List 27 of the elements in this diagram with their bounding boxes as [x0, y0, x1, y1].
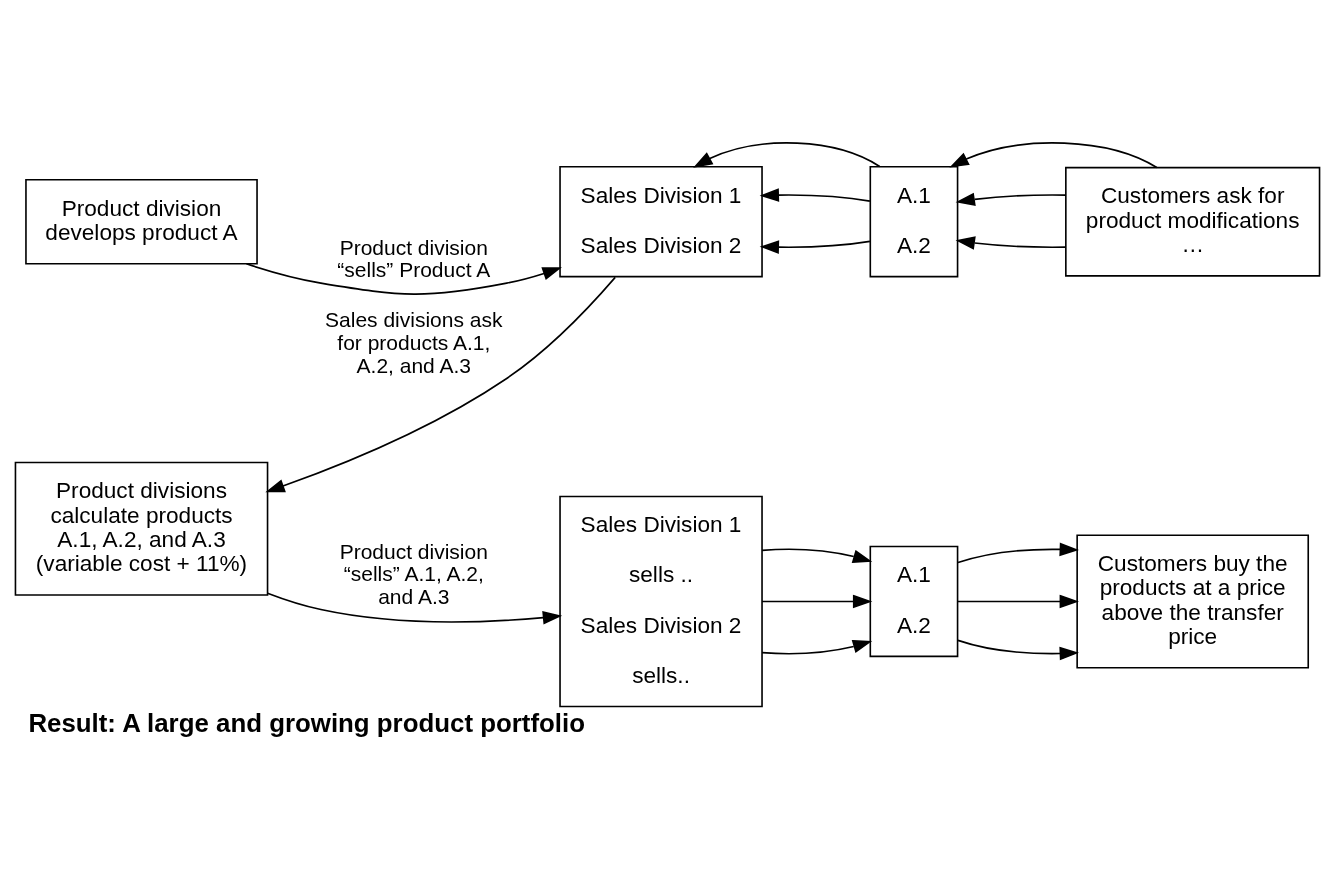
arrow: [761, 639, 873, 654]
node-box: Customers ask for product modifications …: [1065, 166, 1321, 277]
arrow: [265, 276, 617, 492]
arrow: [949, 141, 1158, 168]
arrow: [957, 594, 1079, 608]
node-box: Sales Division 1 sells .. Sales Division 2 sells..: [559, 495, 763, 707]
edge-label: Sales divisions ask for products A.1, A.2, and A.3: [325, 307, 503, 377]
arrow: [761, 548, 873, 563]
arrow: [266, 591, 563, 624]
node-box: Customers buy the products at a price above the transfer price: [1076, 533, 1310, 669]
arrow: [955, 192, 1067, 206]
arrow: [759, 187, 871, 202]
arrow: [245, 262, 562, 295]
node-box: Product divisions calculate products A.1, A.2, and A.3 (variable cost + 11%): [14, 461, 269, 596]
arrow: [761, 594, 873, 608]
caption: Result: A large and growing product portfolio: [28, 708, 585, 737]
arrow: [957, 639, 1079, 660]
node-box: A.1 A.2: [869, 165, 959, 277]
node-box: Product division develops product A: [25, 178, 258, 265]
arrow: [693, 141, 881, 168]
arrow: [957, 542, 1079, 563]
edge-label: Product division “sells” Product A: [337, 235, 491, 281]
node-box: A.1 A.2: [869, 545, 959, 657]
edge-label: Product division “sells” A.1, A.2, and A.3: [339, 539, 488, 608]
arrow: [759, 239, 871, 254]
node-box: Sales Division 1 Sales Division 2: [559, 165, 763, 277]
arrow: [955, 235, 1067, 250]
